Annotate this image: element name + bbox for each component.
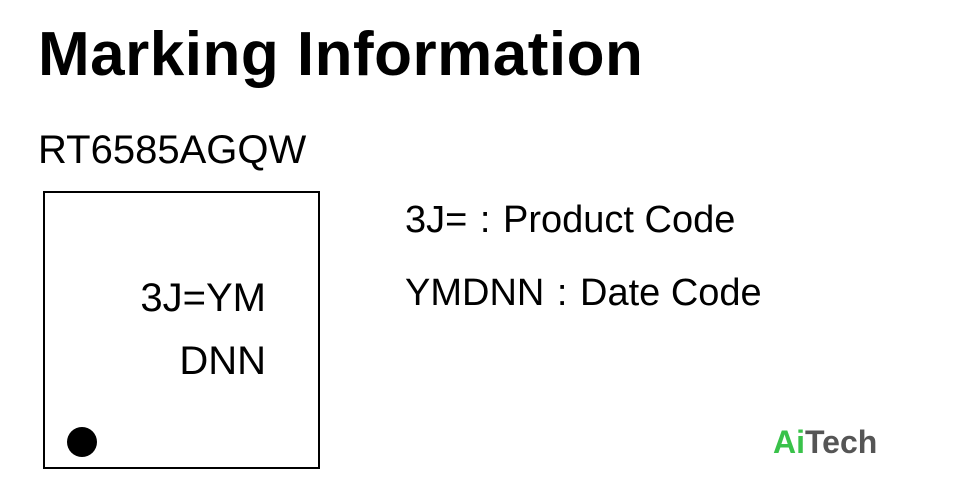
logo-tech: Tech <box>805 424 878 460</box>
legend-row-product-code: 3J= : Product Code <box>405 201 735 239</box>
chip-marking-line-1: 3J=YM <box>140 276 266 320</box>
aitech-logo: AiTech <box>773 426 877 458</box>
chip-package-outline: 3J=YM DNN <box>43 191 320 469</box>
legend-row-date-code: YMDNN : Date Code <box>405 274 762 312</box>
legend-code: 3J= <box>405 199 468 241</box>
legend-code: YMDNN <box>405 272 545 314</box>
logo-ai: Ai <box>773 424 805 460</box>
pin1-indicator-icon <box>67 427 97 457</box>
legend-separator: : <box>479 199 491 241</box>
legend-meaning: Product Code <box>503 199 736 241</box>
chip-marking-line-2: DNN <box>179 339 266 383</box>
part-number: RT6585AGQW <box>38 128 307 172</box>
legend-meaning: Date Code <box>580 272 762 314</box>
legend-separator: : <box>556 272 568 314</box>
page-title: Marking Information <box>38 20 644 89</box>
